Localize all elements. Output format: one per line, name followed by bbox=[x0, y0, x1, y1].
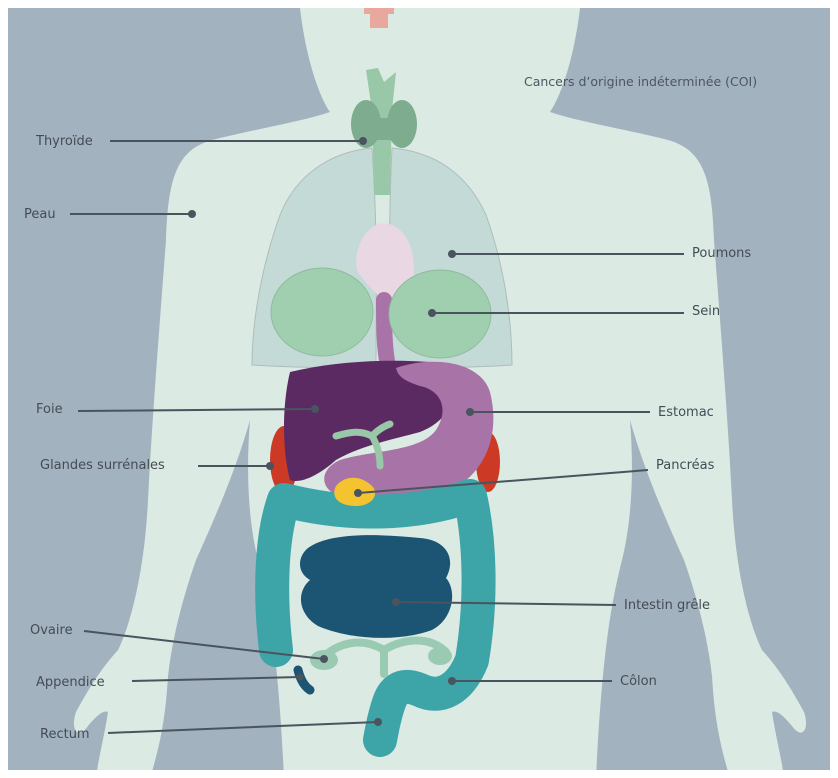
label-appendice: Appendice bbox=[36, 675, 105, 690]
neck-tube-cap bbox=[364, 8, 394, 14]
ovary-right bbox=[428, 647, 452, 665]
marker-foie bbox=[311, 405, 319, 413]
diagram-title: Cancers d’origine indéterminée (COI) bbox=[524, 74, 757, 89]
marker-intestin bbox=[392, 598, 400, 606]
marker-appendice bbox=[297, 674, 304, 681]
marker-thyroide bbox=[359, 137, 367, 145]
marker-sein bbox=[428, 309, 436, 317]
label-ovaire: Ovaire bbox=[30, 623, 73, 638]
label-intestin: Intestin grêle bbox=[624, 598, 710, 613]
marker-peau bbox=[188, 210, 196, 218]
label-colon: Côlon bbox=[620, 674, 657, 689]
label-foie: Foie bbox=[36, 402, 63, 417]
label-glandes: Glandes surrénales bbox=[40, 458, 165, 473]
marker-colon bbox=[448, 677, 456, 685]
label-estomac: Estomac bbox=[658, 405, 714, 420]
label-pancreas: Pancréas bbox=[656, 458, 715, 473]
marker-pancreas bbox=[354, 489, 362, 497]
label-thyroide: Thyroïde bbox=[35, 134, 93, 149]
label-poumons: Poumons bbox=[692, 246, 751, 261]
marker-estomac bbox=[466, 408, 474, 416]
marker-ovaire bbox=[320, 655, 328, 663]
label-peau: Peau bbox=[24, 207, 56, 222]
breast-left bbox=[271, 268, 373, 356]
marker-poumons bbox=[448, 250, 456, 258]
label-rectum: Rectum bbox=[40, 727, 90, 742]
marker-rectum bbox=[374, 718, 382, 726]
label-sein: Sein bbox=[692, 304, 720, 319]
marker-glandes bbox=[266, 462, 274, 470]
small-intestine bbox=[300, 535, 452, 638]
thyroid-isthmus bbox=[374, 118, 394, 140]
